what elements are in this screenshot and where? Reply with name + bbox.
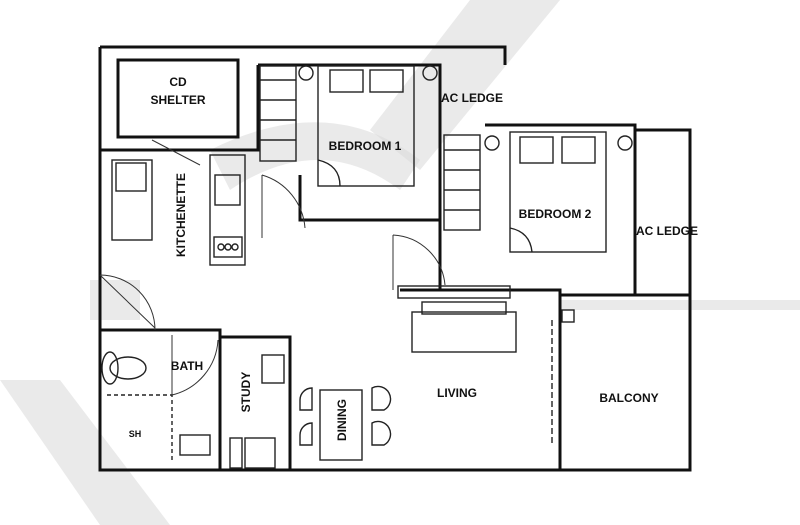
ac-ledge-right-label: AC LEDGE [636,224,698,238]
balcony-label: BALCONY [599,391,658,405]
living-label: LIVING [437,386,477,400]
kitchen-fixtures [111,154,246,266]
wardrobes [259,65,481,231]
hob-icon [213,236,243,258]
cd-shelter-box [116,58,240,139]
dining-label: DINING [335,399,349,441]
cd-shelter-label-1: CD [169,75,187,89]
shower-label: SH [129,429,142,439]
kitchenette-label: KITCHENETTE [174,173,188,257]
ac-ledge-top-label: AC LEDGE [441,91,503,105]
bath-fixtures [101,351,211,460]
walls [98,45,692,472]
study-label: STUDY [239,372,253,413]
bedroom1-label: BEDROOM 1 [329,139,402,153]
bath-label: BATH [171,359,203,373]
doors [99,139,446,396]
cd-shelter-label-2: SHELTER [150,93,205,107]
bedroom2-label: BEDROOM 2 [519,207,592,221]
furniture [229,285,575,469]
beds [298,65,633,253]
